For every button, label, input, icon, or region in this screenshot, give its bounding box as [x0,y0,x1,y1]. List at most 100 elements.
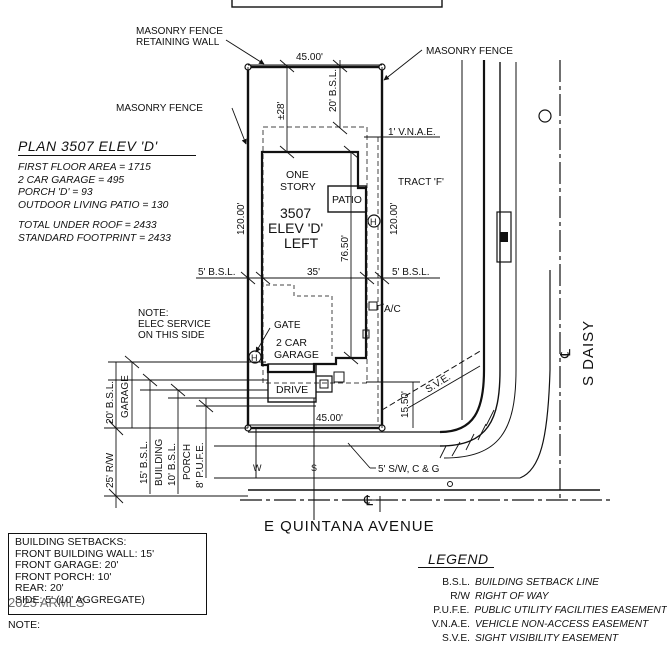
callout-ac: A/C [384,304,401,315]
dim-porch-word: PORCH [182,444,193,480]
porch-post [319,379,329,389]
setbacks-box: BUILDING SETBACKS: FRONT BUILDING WALL: … [8,533,207,615]
callout-masonry-left: MASONRY FENCE [116,103,203,114]
house-elev: ELEV 'D' [268,220,323,236]
street-name-daisy: S DAISY [580,320,597,386]
callout-elec-2: ON THIS SIDE [138,330,205,341]
curb-return [443,62,517,459]
callout-gate: GATE [274,320,301,331]
legend-abbr: R/W [450,591,470,602]
catch-basin-grate [500,232,508,242]
street-edge-curve [519,270,551,479]
dim-house-depth: 76.50' [340,235,351,262]
meter-box [362,329,370,339]
legend-def: BUILDING SETBACK LINE [475,577,599,588]
house-side: LEFT [284,235,319,251]
hose-bib-icon [367,214,381,228]
curb-return [439,60,486,434]
plan-total: STANDARD FOOTPRINT = 2433 [18,232,171,244]
patio-label: PATIO [332,194,362,206]
plan-info-block: PLAN 3507 ELEV 'D' FIRST FLOOR AREA = 17… [18,138,218,246]
patio-outline [327,185,367,213]
plan-line: 2 CAR GARAGE = 495 [18,174,125,186]
street-name-avenue: E QUINTANA AVENUE [264,518,435,535]
garage-label-2: GARAGE [274,349,319,361]
sve-line [381,349,483,411]
callout-elec-1: ELEC SERVICE [138,319,211,330]
setbacks-line: FRONT BUILDING WALL: 15' [15,547,155,560]
plan-line: PORCH 'D' = 93 [18,187,93,199]
dim-bottom-width: 45.00' [316,413,343,424]
sewer-mark: S [311,463,317,473]
dim-rear-28: ±28' [276,101,287,120]
garage-label-1: 2 CAR [276,337,307,349]
legend-row: B.S.L. BUILDING SETBACK LINE [418,576,667,590]
dim-garage-word: GARAGE [120,375,131,418]
plan-line: FIRST FLOOR AREA = 1715 [18,162,151,173]
callout-vnae: 1' V.N.A.E. [388,127,436,138]
ac-unit [368,301,378,311]
dim-building-word: BUILDING [154,439,165,486]
legend-abbr: P.U.F.E. [433,605,470,616]
dim-rw: 25' R/W [105,452,116,488]
legend-def: RIGHT OF WAY [475,591,549,602]
footer-note: NOTE: [8,619,41,631]
setbacks-line: REAR: 20' [15,582,64,594]
house-story: STORY [280,181,316,193]
driveway [267,363,317,403]
plan-total: TOTAL UNDER ROOF = 2433 [18,220,157,232]
dim-building-bsl: 15' B.S.L. [139,441,150,484]
centerline-daisy-icon: ℄ [557,349,573,359]
legend-def: VEHICLE NON-ACCESS EASEMENT [475,619,649,630]
plan-title: PLAN 3507 ELEV 'D' [18,138,196,156]
water-mark: W [253,463,262,473]
legend-abbr: V.N.A.E. [431,619,470,630]
legend-title: LEGEND [418,551,494,568]
legend-row: P.U.F.E. PUBLIC UTILITY FACILITIES EASEM… [418,604,667,618]
site-plan-drawing: MASONRY FENCE RETAINING WALL MASONRY FEN… [104,0,610,535]
catch-basin [496,211,512,263]
dim-bsl-left: 5' B.S.L. [198,267,236,278]
setbacks-line: SIDE: 5' (10' AGGREGATE) [15,593,145,606]
dim-garage-bsl: 20' B.S.L. [105,381,116,424]
dim-pufe: 8' P.U.F.E. [195,442,206,488]
dim-porch-bsl: 10' B.S.L. [167,443,178,486]
dim-bsl-right: 5' B.S.L. [392,267,430,278]
dim-house-width: 35' [307,267,320,278]
legend-row: R/W RIGHT OF WAY [418,590,667,604]
curb-hatch [439,409,495,459]
setbacks-line: FRONT PORCH: 10' [15,570,112,583]
valve-icon [447,481,453,487]
copyright-watermark: 2025 ARMLS [8,595,85,610]
dim-depth-left: 120.00' [236,202,247,235]
house-one: ONE [286,169,309,181]
porch-steps [316,375,333,393]
garage-interior-line [266,284,333,358]
setbacks-line: FRONT GARAGE: 20' [15,559,119,571]
porch-post [333,371,345,383]
callout-masonry-retaining: MASONRY FENCE [136,26,223,37]
callout-retaining-wall: RETAINING WALL [136,37,220,48]
dim-depth-right: 120.00' [389,202,400,235]
dim-rear-bsl: 20' B.S.L. [328,69,339,112]
legend-def: PUBLIC UTILITY FACILITIES EASEMENT [474,605,667,616]
legend-abbr: B.S.L. [442,577,470,588]
drive-label: DRIVE [276,384,308,396]
callout-tract: TRACT 'F' [398,177,444,188]
legend: LEGEND B.S.L. BUILDING SETBACK LINE R/W … [418,551,667,646]
house-plan-number: 3507 [280,205,311,221]
legend-row: S.V.E. SIGHT VISIBILITY EASEMENT [418,632,667,646]
setbacks-title: BUILDING SETBACKS: [15,536,127,548]
callout-note: NOTE: [138,308,169,319]
legend-row: V.N.A.E. VEHICLE NON-ACCESS EASEMENT [418,618,667,632]
callout-sve: S.V.E. [424,372,453,396]
title-block-stub [231,0,443,8]
manhole-icon [538,109,552,123]
plan-line: OUTDOOR LIVING PATIO = 130 [18,199,169,211]
hose-bib-label: H [251,353,258,363]
legend-abbr: S.V.E. [442,633,470,644]
centerline-avenue-icon: ℄ [363,492,373,508]
legend-def: SIGHT VISIBILITY EASEMENT [475,633,619,644]
hose-bib-label: H [370,217,377,227]
callout-sidewalk: 5' S/W, C & G [378,464,440,475]
